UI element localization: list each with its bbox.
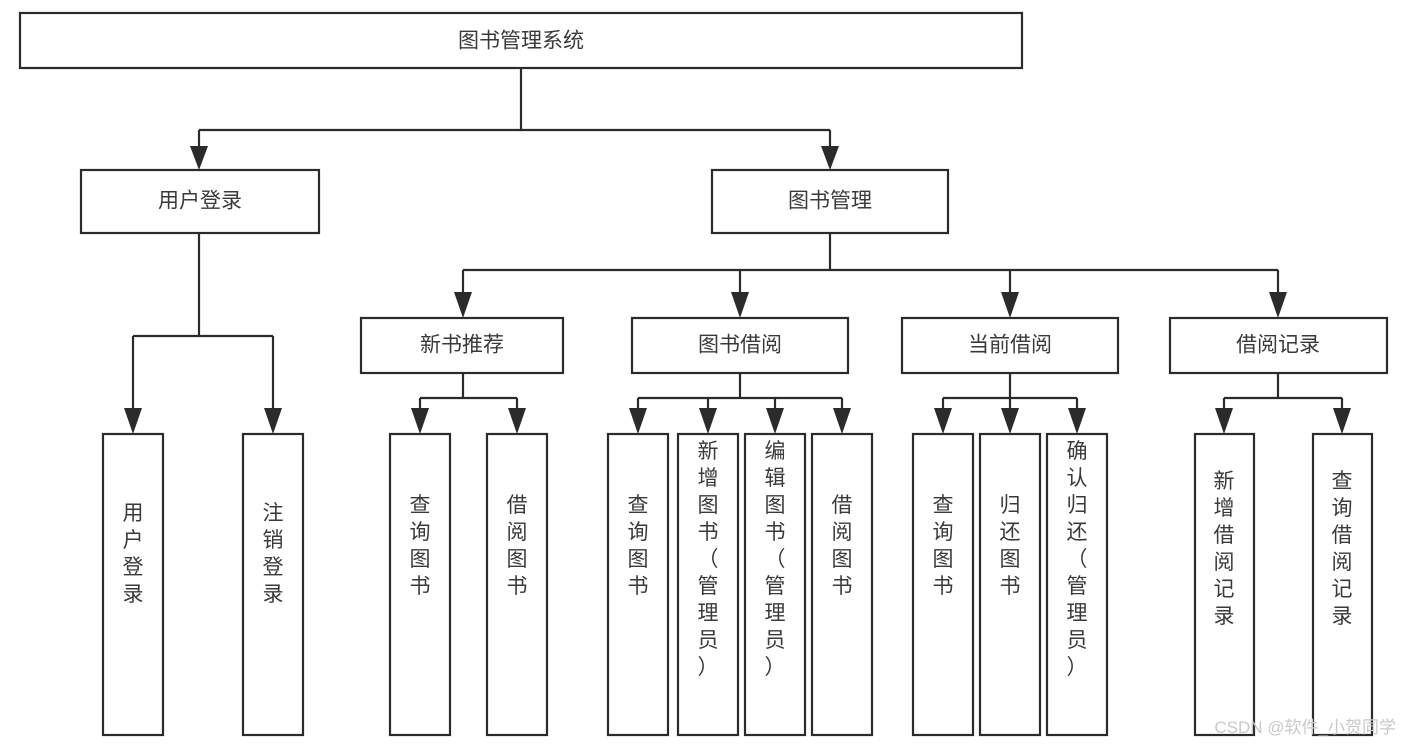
node-user-login-label: 用户登录	[158, 190, 242, 213]
node-leaf-add-borrow-record-box[interactable]	[1193, 432, 1256, 737]
arrowhead-leaf-borrow-book-2	[833, 408, 851, 434]
node-leaf-return-book[interactable]: 归还图书	[978, 432, 1042, 737]
node-book-management-box[interactable]	[710, 168, 950, 235]
arrowhead-leaf-add-record	[1215, 408, 1233, 434]
arrowhead-leaf-edit-book	[766, 408, 784, 434]
node-leaf-edit-book[interactable]: 编辑图书（管理员）	[743, 432, 807, 737]
node-leaf-logout[interactable]: 注销登录	[241, 432, 305, 737]
node-leaf-query-borrow-record-label: 查询借阅记录	[1332, 470, 1353, 628]
node-root-book-management-system[interactable]: 图书管理系统	[18, 11, 1024, 70]
node-leaf-add-book-label: 新增图书（管理员）	[698, 440, 719, 679]
node-book-borrow[interactable]: 图书借阅	[630, 316, 850, 375]
node-book-management-label: 图书管理	[788, 190, 872, 213]
node-leaf-query-book-2[interactable]: 查询图书	[606, 432, 670, 737]
node-leaf-query-book-2-label: 查询图书	[628, 494, 649, 598]
node-book-management[interactable]: 图书管理	[710, 168, 950, 235]
node-borrow-record-label: 借阅记录	[1236, 334, 1320, 357]
node-leaf-return-book-label: 归还图书	[1000, 494, 1021, 598]
node-leaf-edit-book-box[interactable]	[743, 432, 807, 737]
arrowhead-current-borrow	[1001, 292, 1019, 318]
node-leaf-borrow-book-2-label: 借阅图书	[832, 494, 853, 598]
node-leaf-return-book-box[interactable]	[978, 432, 1042, 737]
node-leaf-logout-label: 注销登录	[263, 502, 284, 606]
node-leaf-query-book-1[interactable]: 查询图书	[388, 432, 452, 737]
node-leaf-edit-book-label: 编辑图书（管理员）	[765, 440, 786, 679]
node-leaf-add-borrow-record-label: 新增借阅记录	[1214, 470, 1235, 628]
node-leaf-confirm-return[interactable]: 确认归还（管理员）	[1045, 432, 1109, 737]
node-leaf-confirm-return-box[interactable]	[1045, 432, 1109, 737]
arrowhead-new-book-rec	[454, 292, 472, 318]
arrowhead-leaf-query-record	[1333, 408, 1351, 434]
node-leaf-query-book-2-box[interactable]	[606, 432, 670, 737]
node-leaf-query-book-1-box[interactable]	[388, 432, 452, 737]
arrowhead-book-mgmt	[821, 146, 839, 170]
node-root-box[interactable]	[18, 11, 1024, 70]
node-leaf-borrow-book-2-box[interactable]	[810, 432, 874, 737]
arrowhead-user-login	[190, 146, 208, 170]
csdn-watermark: CSDN @软件_小贺同学	[1214, 718, 1396, 737]
node-current-borrow[interactable]: 当前借阅	[900, 316, 1120, 375]
node-leaf-borrow-book-1[interactable]: 借阅图书	[485, 432, 549, 737]
node-leaf-query-borrow-record-box[interactable]	[1311, 432, 1374, 737]
node-leaf-add-borrow-record[interactable]: 新增借阅记录	[1193, 432, 1256, 737]
connector-layer	[124, 68, 1351, 434]
node-leaf-borrow-book-2[interactable]: 借阅图书	[810, 432, 874, 737]
node-leaf-borrow-book-1-label: 借阅图书	[507, 494, 528, 598]
node-current-borrow-box[interactable]	[900, 316, 1120, 375]
arrowhead-leaf-add-book	[699, 408, 717, 434]
node-book-borrow-box[interactable]	[630, 316, 850, 375]
node-leaf-query-book-1-label: 查询图书	[410, 494, 431, 598]
arrowhead-borrow-record	[1269, 292, 1287, 318]
node-book-borrow-label: 图书借阅	[698, 334, 782, 357]
arrowhead-leaf-query-book-3	[934, 408, 952, 434]
node-leaf-logout-box[interactable]	[241, 432, 305, 737]
arrowhead-leaf-return-book	[1001, 408, 1019, 434]
node-root-label: 图书管理系统	[458, 30, 584, 53]
node-leaf-query-book-3-box[interactable]	[911, 432, 975, 737]
node-current-borrow-label: 当前借阅	[968, 334, 1052, 357]
node-borrow-record-box[interactable]	[1168, 316, 1389, 375]
node-leaf-add-book-box[interactable]	[676, 432, 740, 737]
arrowhead-book-borrow	[731, 292, 749, 318]
node-leaf-query-book-3-label: 查询图书	[933, 494, 954, 598]
node-new-book-recommend[interactable]: 新书推荐	[359, 316, 565, 375]
node-leaf-user-login-label: 用户登录	[123, 502, 144, 606]
node-borrow-record[interactable]: 借阅记录	[1168, 316, 1389, 375]
arrowhead-leaf-query-book-1	[411, 408, 429, 434]
node-leaf-add-book[interactable]: 新增图书（管理员）	[676, 432, 740, 737]
node-leaf-user-login-box[interactable]	[101, 432, 165, 737]
node-new-book-recommend-box[interactable]	[359, 316, 565, 375]
node-leaf-borrow-book-1-box[interactable]	[485, 432, 549, 737]
node-user-login-box[interactable]	[79, 168, 321, 235]
node-new-book-recommend-label: 新书推荐	[420, 334, 504, 357]
node-leaf-user-login[interactable]: 用户登录	[101, 432, 165, 737]
node-user-login[interactable]: 用户登录	[79, 168, 321, 235]
arrowhead-leaf-query-book-2	[629, 408, 647, 434]
arrowhead-leaf-logout	[264, 408, 282, 434]
node-leaf-query-borrow-record[interactable]: 查询借阅记录	[1311, 432, 1374, 737]
arrowhead-leaf-user-login	[124, 408, 142, 434]
arrowhead-leaf-borrow-book-1	[508, 408, 526, 434]
node-leaf-confirm-return-label: 确认归还（管理员）	[1067, 440, 1088, 679]
node-leaf-query-book-3[interactable]: 查询图书	[911, 432, 975, 737]
arrowhead-leaf-confirm-return	[1068, 408, 1086, 434]
